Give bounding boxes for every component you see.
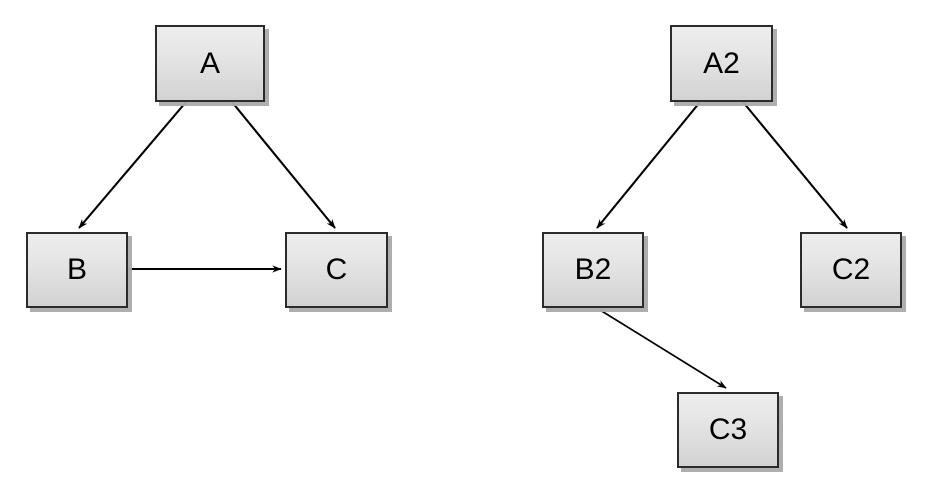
- node-c3[interactable]: C3: [677, 392, 779, 468]
- node-a2[interactable]: A2: [670, 25, 773, 102]
- node-c3-label: C3: [708, 413, 748, 446]
- node-c[interactable]: C: [285, 232, 388, 308]
- node-c2-label: C2: [831, 253, 871, 286]
- edge-A2-to-B2: [596, 101, 701, 229]
- node-b2[interactable]: B2: [542, 232, 644, 308]
- edge-A2-to-C2: [742, 101, 848, 229]
- node-c2[interactable]: C2: [800, 232, 902, 308]
- edge-B2-to-C3: [599, 309, 727, 389]
- node-c-label: C: [325, 253, 348, 286]
- node-b2-label: B2: [574, 253, 612, 286]
- node-b[interactable]: B: [26, 232, 128, 308]
- node-a[interactable]: A: [155, 25, 265, 102]
- node-b-label: B: [66, 253, 87, 286]
- node-a2-label: A2: [703, 46, 740, 80]
- edge-A-to-B: [78, 101, 187, 229]
- node-a-label: A: [199, 46, 220, 80]
- edge-A-to-C: [231, 101, 336, 229]
